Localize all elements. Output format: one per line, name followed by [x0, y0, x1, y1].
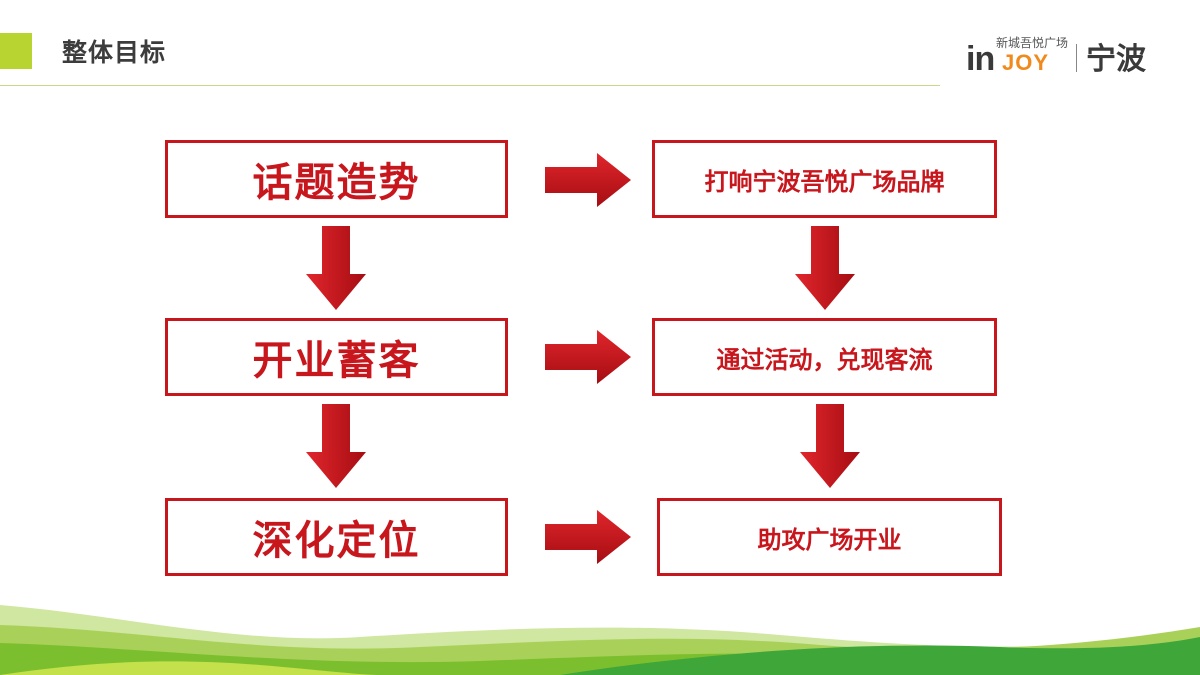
logo-joy-text: JOY — [1002, 50, 1050, 75]
arrow-right-2 — [545, 330, 631, 384]
header-divider — [0, 85, 940, 86]
logo-in-text: in — [966, 40, 995, 78]
goal-box-3: 助攻广场开业 — [657, 498, 1002, 576]
arrow-down-left-1 — [306, 226, 366, 310]
header-accent-bar — [0, 33, 32, 69]
arrow-right-3 — [545, 510, 631, 564]
stage-box-1: 话题造势 — [165, 140, 508, 218]
logo-city: 宁波 — [1086, 42, 1146, 77]
stage-box-2: 开业蓄客 — [165, 318, 508, 396]
logo-separator — [1076, 44, 1077, 72]
green-wave-decoration — [0, 605, 1200, 675]
goal-box-2: 通过活动，兑现客流 — [652, 318, 997, 396]
page-title: 整体目标 — [62, 38, 167, 67]
arrow-right-1 — [545, 153, 631, 207]
logo-subtitle: 新城吾悦广场 — [996, 36, 1069, 50]
arrow-down-right-1 — [795, 226, 855, 310]
brand-logo: 新城吾悦广场 in JOY 宁波 — [962, 30, 1172, 86]
arrow-down-left-2 — [306, 404, 366, 488]
arrow-down-right-2 — [800, 404, 860, 488]
goal-box-1: 打响宁波吾悦广场品牌 — [652, 140, 997, 218]
stage-box-3: 深化定位 — [165, 498, 508, 576]
